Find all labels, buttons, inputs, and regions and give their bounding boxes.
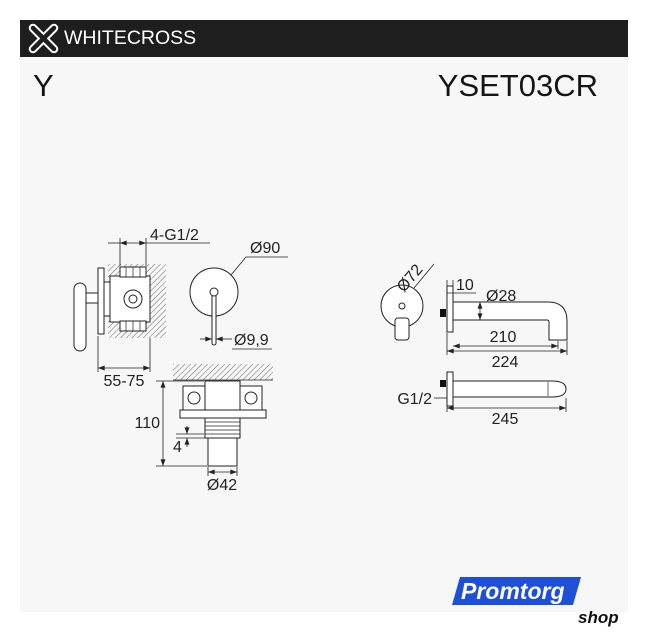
dimension-installation-depth: 55-75 xyxy=(97,336,151,390)
logo-inner xyxy=(30,25,57,52)
lever-hub-front xyxy=(209,287,219,297)
long-spout-wall-plate xyxy=(446,371,454,407)
leader-line xyxy=(413,263,435,289)
dimension-spout-overall: 224 xyxy=(446,333,568,371)
inlet-port-left-bore xyxy=(187,391,201,405)
dimension-inlet-thread: 4-G1/2 xyxy=(108,227,210,266)
dimension-label-spout-reach: 210 xyxy=(490,329,517,346)
dimension-label-plate-thickness: 10 xyxy=(456,277,474,294)
promtorg-watermark: Promtorg shop xyxy=(452,577,619,627)
dimension-plate-diameter: Ø90 xyxy=(230,240,288,276)
wall-section-hatch-top xyxy=(173,364,273,380)
dimension-body-offset: 4 xyxy=(173,426,207,456)
dimension-label-lever-diameter: Ø9,9 xyxy=(234,332,269,349)
dimension-label-plate-diameter: Ø90 xyxy=(250,240,280,257)
dimension-label-cartridge-diameter: Ø42 xyxy=(207,477,237,494)
rosette-center xyxy=(398,302,406,310)
leader-line xyxy=(230,256,288,276)
dimension-lever-diameter: Ø9,9 xyxy=(200,332,272,350)
watermark-line1: Promtorg xyxy=(461,578,565,604)
dimension-label-body-offset: 4 xyxy=(173,439,182,456)
mounting-plate-bar xyxy=(179,409,267,419)
product-model: YSET03CR xyxy=(437,68,598,103)
lever-side xyxy=(73,282,87,352)
thread-marker xyxy=(440,309,446,317)
cartridge-side xyxy=(103,281,111,317)
spout-front-view xyxy=(380,284,424,341)
watermark-line2: shop xyxy=(578,608,619,627)
product-series: Y xyxy=(33,68,54,103)
mixer-front-view xyxy=(189,267,239,346)
dimension-label-spout-thread: G1/2 xyxy=(397,391,432,408)
long-spout-side-view xyxy=(440,371,567,407)
dimension-cartridge-diameter: Ø42 xyxy=(207,467,238,494)
lever-front xyxy=(211,291,217,346)
dimension-body-height: 110 xyxy=(134,380,207,467)
inlet-port-right-bore xyxy=(244,391,258,405)
thread-marker xyxy=(440,380,446,387)
spout-neck-front xyxy=(394,317,410,341)
dimension-label-body-height: 110 xyxy=(134,415,160,432)
promtorg-badge xyxy=(452,577,581,605)
brand-header: WHITECROSS xyxy=(20,20,628,57)
long-spout-pipe xyxy=(452,380,567,398)
dimension-spout-thread: G1/2 xyxy=(397,391,447,408)
cartridge-cap xyxy=(207,437,238,467)
inlet-port-bore xyxy=(128,294,138,304)
dimension-plate-thickness: 10 xyxy=(446,277,476,294)
dimension-label-spout-diameter: Ø28 xyxy=(486,288,516,305)
dimension-spout-reach: 210 xyxy=(452,329,559,349)
port-thread-lines xyxy=(125,267,141,331)
sleeve-thread-lines xyxy=(205,421,240,435)
dimension-label-inlet-thread: 4-G1/2 xyxy=(150,227,199,244)
mixer-body-top xyxy=(204,380,241,412)
dimension-label-spout-overall: 224 xyxy=(492,354,519,371)
dimension-label-long-spout-overall: 245 xyxy=(492,411,519,428)
cross-logo-icon xyxy=(28,23,59,54)
mixer-top-view xyxy=(173,364,273,467)
threaded-sleeve xyxy=(204,417,241,439)
dimension-label-installation-depth: 55-75 xyxy=(104,373,145,390)
brand-name: WHITECROSS xyxy=(64,27,197,49)
dimension-spout-diameter: Ø28 xyxy=(477,288,516,321)
dimension-long-spout-overall: 245 xyxy=(446,398,567,428)
escutcheon-side xyxy=(97,267,105,335)
mixer-side-view xyxy=(73,264,166,352)
